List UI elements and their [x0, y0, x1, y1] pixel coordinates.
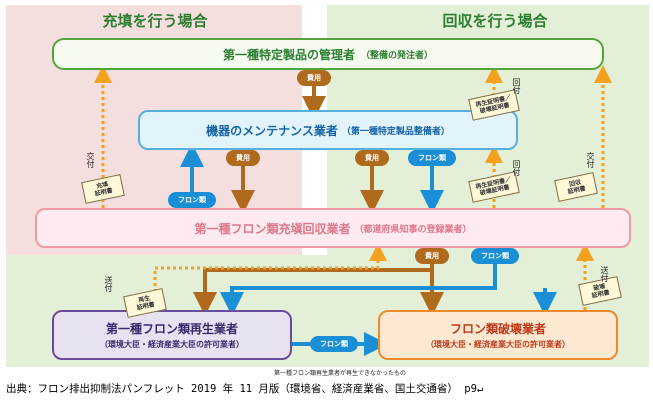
recovery-sub: （都道府県知事の登録業者） — [354, 224, 472, 235]
freon-pill-recovery-lower: フロン類 — [471, 248, 519, 264]
doc-arrow-regen-cert — [153, 243, 387, 310]
fee-pill-manager-maintenance: 費用 — [297, 70, 331, 86]
recovery-name: 第一種フロン類充塡回収業者 — [194, 221, 351, 236]
destruction-name: フロン類破壊業者 — [449, 322, 546, 336]
freon-pill-maintenance-recovery: フロン類 — [408, 150, 456, 166]
recovery-box: 第一種フロン類充塡回収業者 （都道府県知事の登録業者） — [35, 208, 631, 248]
left-section-title: 充填を行う場合 — [102, 11, 208, 30]
right-section-title: 回収を行う場合 — [442, 11, 548, 30]
manager-sub: （整備の発注者） — [361, 50, 434, 61]
freon-pill-regeneration-destruction: フロン類 — [310, 336, 358, 352]
destruction-box: フロン類破壊業者 （環境大臣・経済産業大臣の許可業者） — [378, 310, 618, 360]
freon-arrow-recovery-to-lower — [220, 247, 497, 316]
footnote: 第一種フロン類再生業者が再生できなかったもの — [273, 370, 406, 377]
maintenance-name: 機器のメンテナンス業者 — [206, 123, 338, 138]
regeneration-sub: （環境大臣・経済産業大臣の許可業者） — [100, 340, 244, 349]
source-citation: 出典：フロン排出抑制法パンフレット 2019 年 11 月版（環境省、経済産業省… — [6, 383, 484, 395]
kaifu-label-lower: 回付 — [512, 160, 521, 176]
kofu-label-left: 交付 — [86, 152, 95, 168]
maintenance-sub: （第一種特定製品整備者） — [341, 126, 450, 137]
regeneration-name: 第一種フロン類再生業者 — [105, 322, 238, 336]
fee-pill-maintenance-recovery-1: 費用 — [226, 150, 260, 166]
fee-pill-recovery-lower: 費用 — [415, 248, 449, 264]
sofu-label-right: 送付 — [600, 266, 609, 282]
fee-arrow-recovery-to-lower — [193, 247, 434, 316]
fee-pill-maintenance-recovery-2: 費用 — [355, 150, 389, 166]
manager-name: 第一種特定製品の管理者 — [222, 47, 355, 62]
kaifu-label-upper: 回付 — [512, 78, 521, 94]
manager-box: 第一種特定製品の管理者 （整備の発注者） — [52, 38, 604, 70]
regeneration-box: 第一種フロン類再生業者 （環境大臣・経済産業大臣の許可業者） — [52, 310, 292, 360]
maintenance-box: 機器のメンテナンス業者 （第一種特定製品整備者） — [138, 110, 518, 150]
freon-pill-recovery-maintenance: フロン類 — [168, 192, 216, 208]
kofu-label-right: 交付 — [586, 152, 595, 168]
destruction-sub: （環境大臣・経済産業大臣の許可業者） — [426, 340, 570, 349]
sofu-label-left: 送付 — [104, 276, 113, 292]
